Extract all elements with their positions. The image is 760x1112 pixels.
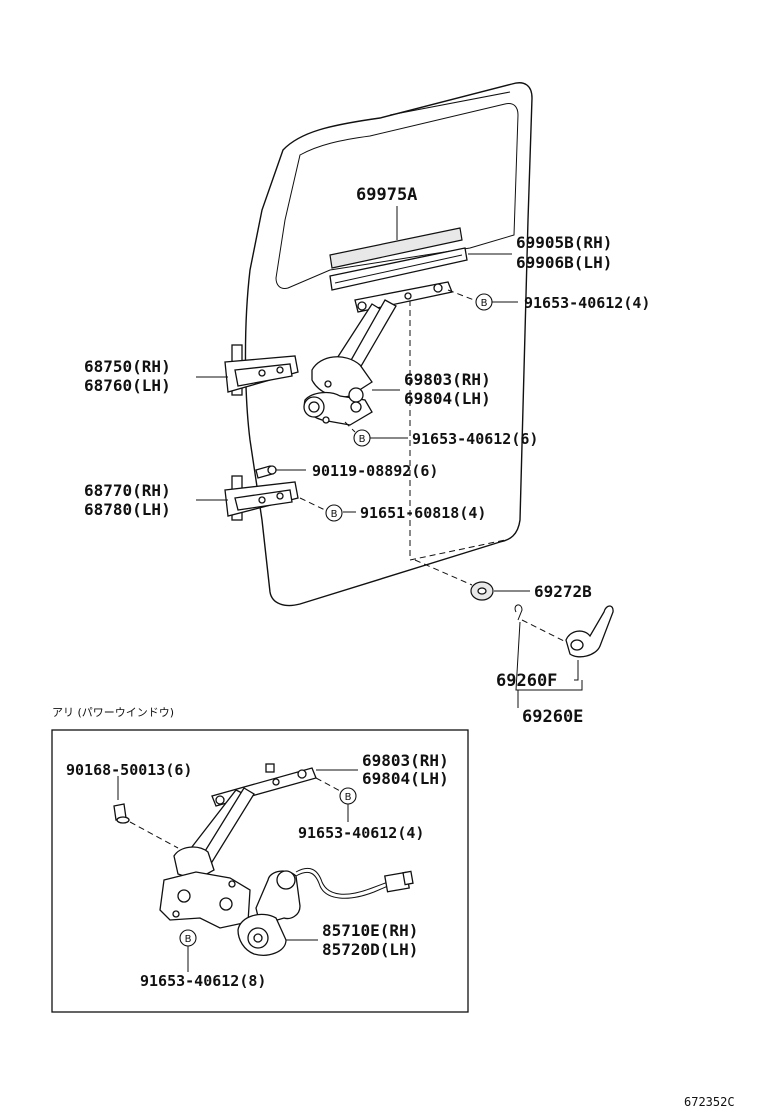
hinge-lower [224,475,299,521]
label-85720D: 85720D(LH) [322,940,418,959]
label-68770: 68770(RH) [84,481,171,500]
figure-code: 672352C [684,1095,735,1109]
window-regulator-manual [303,281,453,426]
handle-leader [521,619,567,643]
label-91653-d: 91653-40612(8) [140,972,266,990]
label-68780: 68780(LH) [84,500,171,519]
leader-lines-inset [117,769,358,972]
label-90168: 90168-50013(6) [66,761,192,779]
label-91653-b: 91653-40612(6) [412,430,538,448]
label-91653-a: 91653-40612(4) [524,294,650,312]
bolt-90168 [113,803,130,824]
bolt-marker-b2: B [353,429,371,447]
bolt-marker-b5: B [179,929,197,947]
label-68750: 68750(RH) [84,357,171,376]
label-90119: 90119-08892(6) [312,462,438,480]
power-window-note: アリ (パワーウインドウ) [52,706,174,719]
label-91651: 91651-60818(4) [360,504,486,522]
svg-text:B: B [331,509,338,520]
run-channel-69975A [329,227,468,291]
label-69260E: 69260E [522,707,583,727]
window-motor [237,867,414,956]
svg-text:B: B [481,298,488,309]
label-69260F: 69260F [496,671,557,691]
power-window-inset [51,729,469,1013]
leader-lines-upper [196,206,583,708]
snap-pin [514,604,523,621]
bolt-marker-b3: B [325,504,343,522]
label-69803-a: 69803(RH) [404,370,491,389]
bolt-90119 [255,465,277,479]
bolt-marker-b1: B [475,293,493,311]
svg-text:B: B [185,934,192,945]
label-69905B: 69905B(RH) [516,233,612,252]
label-69803-b: 69803(RH) [362,751,449,770]
door-panel [244,82,533,607]
label-68760: 68760(LH) [84,376,171,395]
svg-text:B: B [359,434,366,445]
label-69804-a: 69804(LH) [404,389,491,408]
svg-text:B: B [345,792,352,803]
label-69906B: 69906B(LH) [516,253,612,272]
label-91653-c: 91653-40612(4) [298,824,424,842]
label-69975A: 69975A [356,185,417,205]
washer-69272B [470,581,494,601]
label-69804-b: 69804(LH) [362,769,449,788]
label-85710E: 85710E(RH) [322,921,418,940]
label-69272B: 69272B [534,582,592,601]
window-regulator-power [159,763,317,929]
bolt-marker-b4: B [339,787,357,805]
regulator-handle-69260E [565,605,614,658]
hinge-upper [224,344,299,396]
washer-leader [414,559,473,586]
